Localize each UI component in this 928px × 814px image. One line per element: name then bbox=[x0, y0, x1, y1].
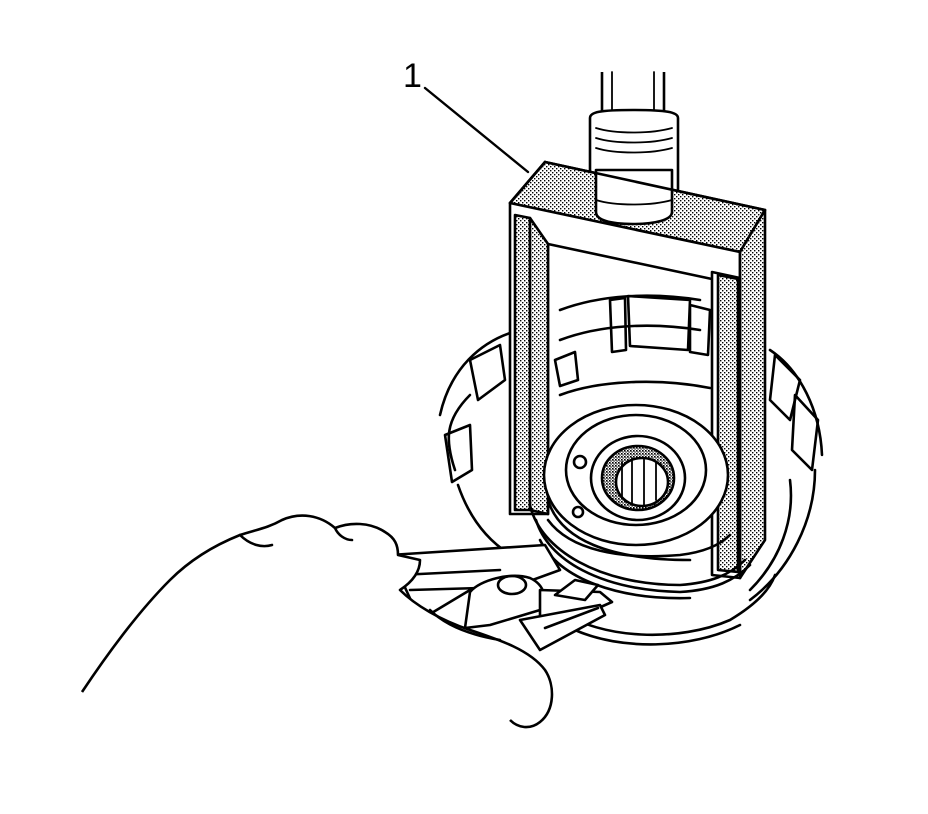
callout-leader-line bbox=[423, 86, 530, 174]
drum-teeth bbox=[553, 294, 712, 397]
hand bbox=[80, 514, 554, 729]
callout-label-1: 1 bbox=[403, 57, 422, 95]
splined-hub bbox=[542, 403, 732, 562]
housing-outline bbox=[438, 328, 824, 602]
snap-ring-pliers bbox=[388, 543, 614, 652]
